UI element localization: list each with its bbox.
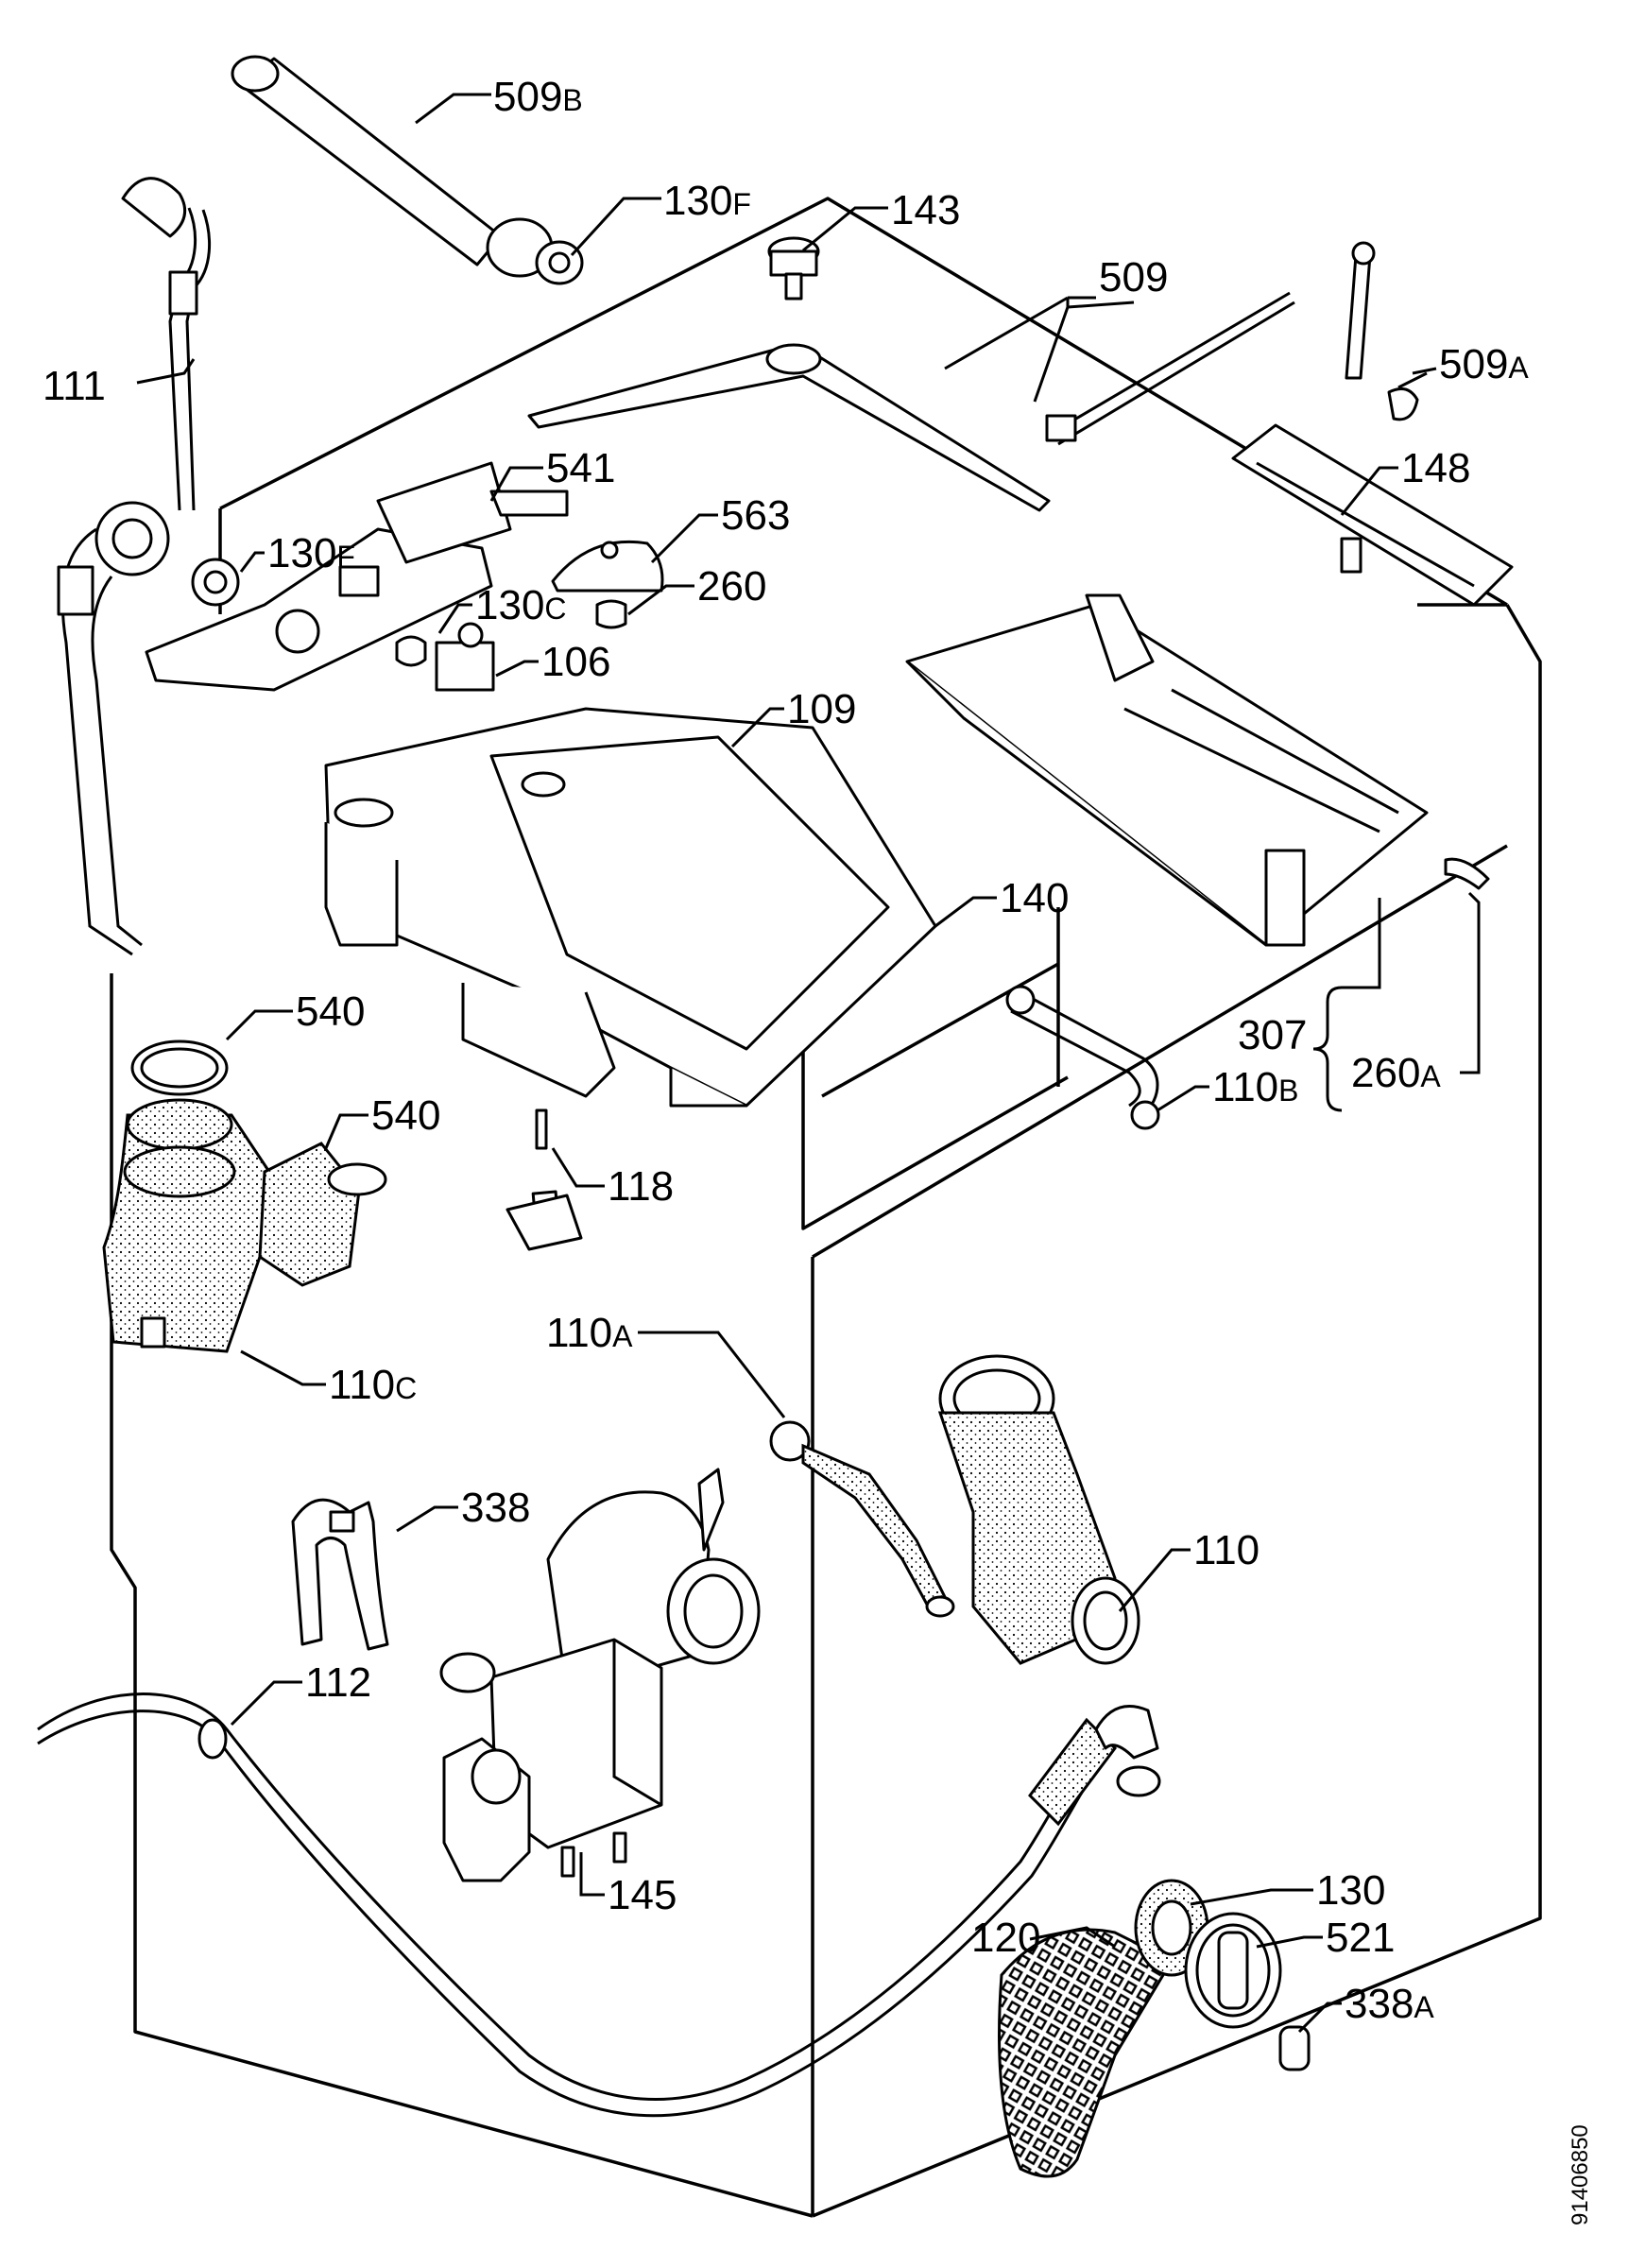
callout-110a: 110A bbox=[546, 1310, 633, 1356]
callout-509: 509 bbox=[1099, 254, 1168, 301]
inlet-pipe-509b bbox=[231, 55, 584, 285]
drawing-number: 91406850 bbox=[1568, 2124, 1593, 2225]
callout-120: 120 bbox=[971, 1915, 1040, 1961]
valve-bracket-541 bbox=[145, 461, 569, 692]
callout-112: 112 bbox=[305, 1659, 371, 1706]
callout-521: 521 bbox=[1326, 1915, 1395, 1961]
callout-148: 148 bbox=[1401, 445, 1470, 491]
callout-140: 140 bbox=[1000, 875, 1069, 921]
callout-563: 563 bbox=[721, 492, 790, 539]
callout-106: 106 bbox=[541, 639, 610, 685]
callout-130f-top: 130F bbox=[663, 178, 751, 224]
wheel-118 bbox=[535, 1108, 548, 1150]
callout-130c: 130C bbox=[475, 582, 567, 628]
callout-540-top: 540 bbox=[296, 988, 365, 1035]
handle-148 bbox=[1231, 423, 1514, 607]
leader-lines bbox=[136, 93, 1481, 2034]
filter-assembly bbox=[998, 1879, 1311, 2178]
callout-540-mid: 540 bbox=[371, 1092, 440, 1139]
bellows-110c bbox=[102, 1040, 387, 1353]
callout-118: 118 bbox=[608, 1163, 674, 1210]
dispenser-drawer bbox=[905, 593, 1429, 947]
callout-338: 338 bbox=[461, 1485, 530, 1531]
clip-338 bbox=[291, 1498, 389, 1651]
callout-111: 111 bbox=[43, 363, 106, 409]
hose-110a bbox=[769, 1420, 955, 1618]
dispenser-housing-109 bbox=[324, 707, 937, 1251]
small-parts bbox=[395, 540, 664, 692]
bellows-110 bbox=[937, 1354, 1140, 1665]
levers-509 bbox=[527, 241, 1419, 512]
callout-143: 143 bbox=[891, 187, 960, 233]
callout-110c: 110C bbox=[329, 1362, 417, 1408]
callout-110: 110 bbox=[1193, 1527, 1260, 1573]
callout-509a: 509A bbox=[1439, 341, 1529, 387]
hose-110b bbox=[1005, 985, 1160, 1130]
callout-338a: 338A bbox=[1345, 1981, 1434, 2027]
drain-hose-112 bbox=[37, 1692, 1161, 2118]
callout-130: 130 bbox=[1316, 1867, 1385, 1914]
callout-260: 260 bbox=[697, 563, 766, 610]
inlet-elbow-hose bbox=[57, 501, 170, 956]
clip-260a bbox=[1444, 857, 1490, 890]
callout-307: 307 bbox=[1238, 1012, 1307, 1058]
hose-111 bbox=[121, 177, 212, 511]
pump-145 bbox=[439, 1468, 761, 1882]
callout-110b: 110B bbox=[1212, 1064, 1299, 1110]
knob-143 bbox=[767, 236, 820, 301]
callout-130f-mid: 130F bbox=[267, 530, 355, 576]
callout-labels: 509B 130F 143 111 509 509A 541 148 563 1… bbox=[43, 74, 1593, 2225]
callout-145: 145 bbox=[608, 1872, 677, 1918]
callout-260a: 260A bbox=[1351, 1050, 1441, 1096]
callout-541: 541 bbox=[546, 445, 615, 491]
callout-509b: 509B bbox=[493, 74, 583, 120]
callout-109: 109 bbox=[787, 686, 856, 732]
